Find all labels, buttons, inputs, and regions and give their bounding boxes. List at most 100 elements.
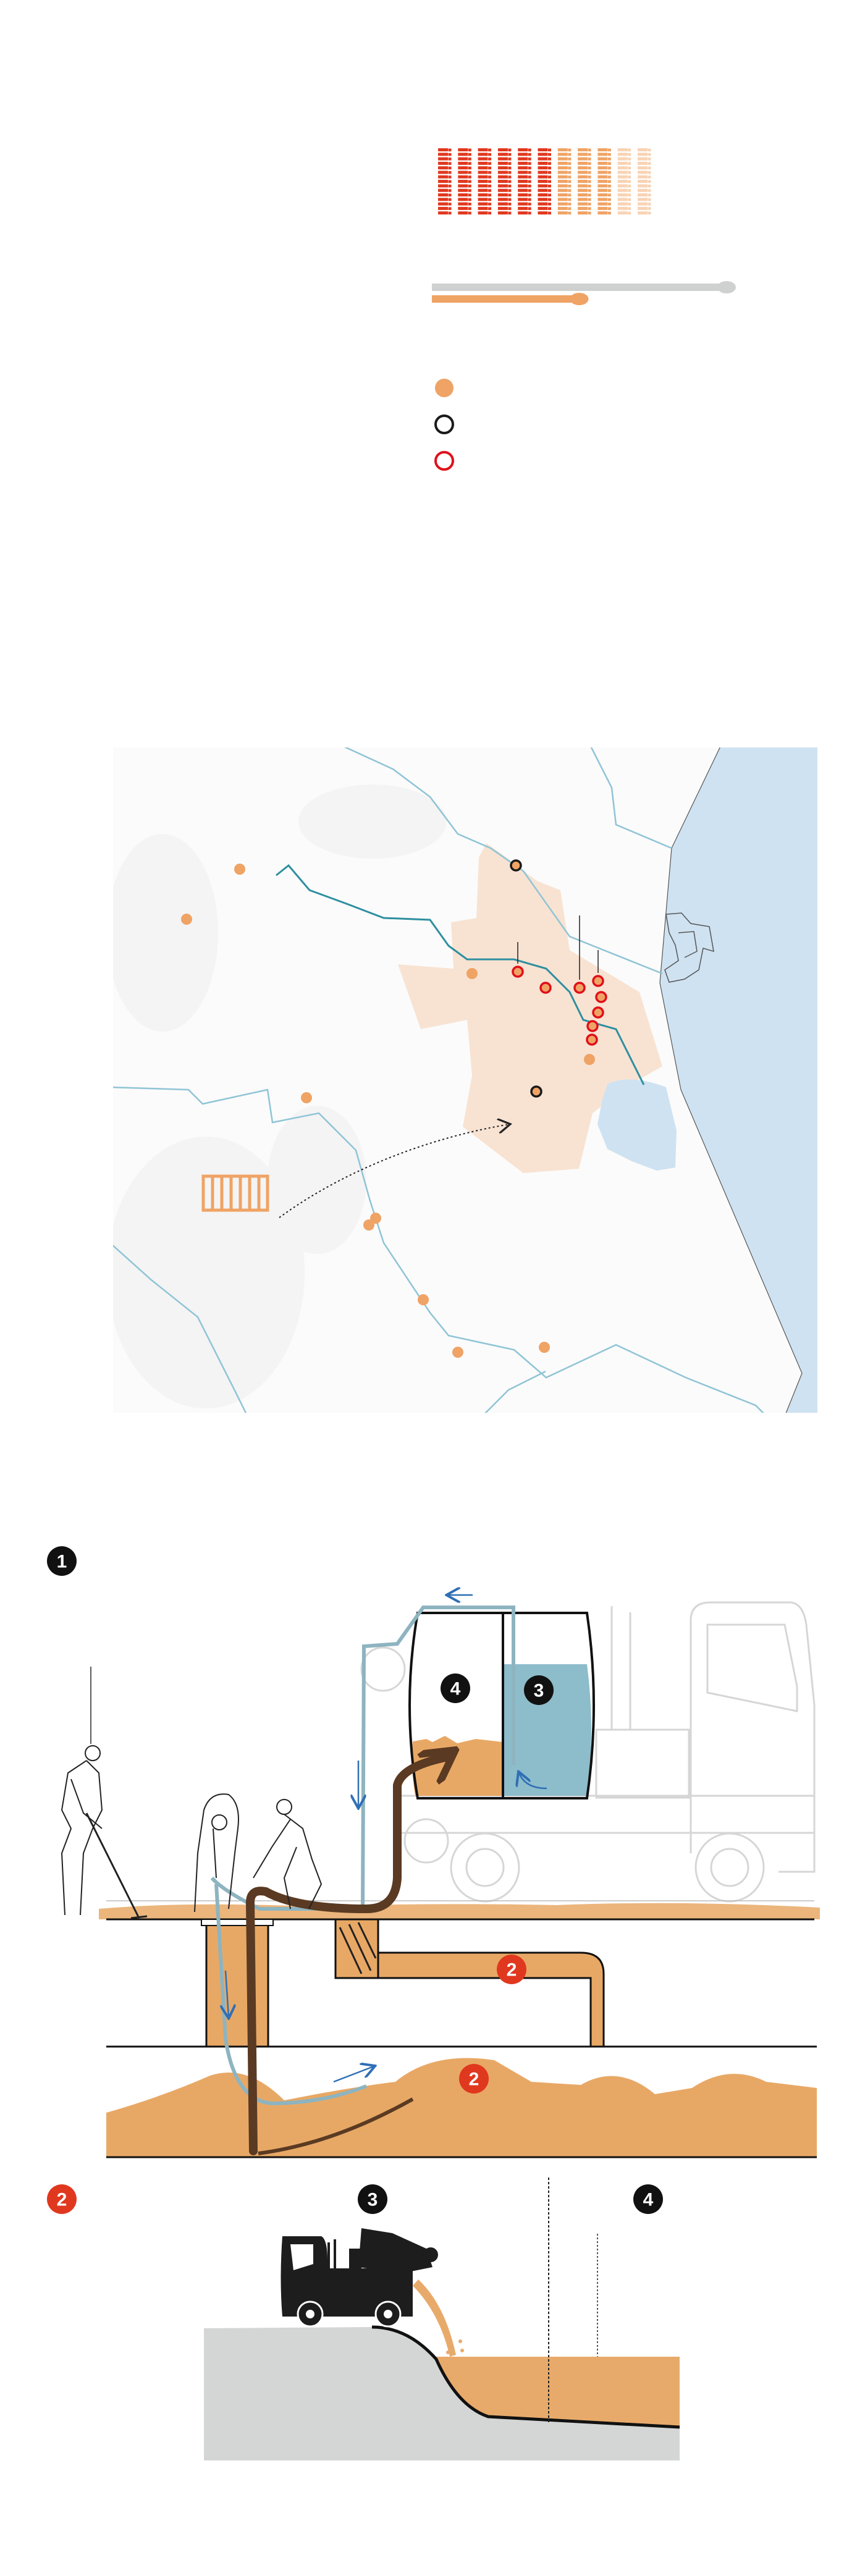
truck-icon	[557, 188, 572, 192]
truck-wheels	[297, 2300, 402, 2328]
truck-icon	[638, 161, 651, 165]
truck-icon	[617, 148, 631, 151]
truck-icon	[478, 202, 492, 206]
sewer-step-2-label: 2	[469, 2069, 479, 2090]
red-ring-marker	[539, 982, 552, 994]
orange-dot-icon	[435, 379, 454, 397]
map-legend	[434, 379, 454, 471]
truck-icon	[638, 148, 651, 151]
truck-icon	[478, 175, 492, 179]
worker-crouching	[253, 1799, 323, 1909]
tank-step-4-badge: 4	[441, 1673, 470, 1703]
truck-icon	[538, 157, 551, 161]
truck-icon	[458, 157, 471, 161]
total-bar	[432, 284, 727, 291]
legend-step-2-label: 2	[57, 2190, 67, 2210]
container-icon	[201, 1174, 269, 1212]
truck-icon	[478, 153, 492, 156]
truck-icon	[638, 153, 651, 156]
truck-icon	[438, 188, 452, 192]
truck-icon	[538, 188, 551, 192]
truck-icon	[497, 193, 512, 196]
truck-icon	[458, 211, 471, 215]
urban-area	[398, 843, 662, 1173]
truck-icon	[597, 153, 611, 156]
truck-icon	[597, 211, 611, 215]
truck-icon	[578, 166, 591, 170]
truck-icon	[597, 166, 611, 170]
legend-step-3-badge: 3	[358, 2184, 387, 2214]
truck-icon	[617, 157, 631, 161]
truck-icon	[438, 180, 452, 183]
legend-step-2-badge: 2	[47, 2184, 77, 2214]
truck-icon	[557, 157, 572, 161]
worker-with-rake	[61, 1745, 148, 1919]
ground-block	[204, 2327, 680, 2460]
truck-icon	[497, 202, 512, 206]
truck-icon	[518, 184, 531, 188]
truck-icon	[458, 161, 471, 165]
truck-icon	[638, 157, 651, 161]
truck-icon	[538, 193, 551, 196]
truck-icon	[538, 161, 551, 165]
truck-icon	[497, 166, 512, 170]
step-legend: 2 3 4	[47, 2184, 663, 2214]
truck-icon	[458, 180, 471, 183]
stream-north	[344, 747, 663, 975]
legend-step-4-badge: 4	[633, 2184, 663, 2214]
truck-icon	[458, 148, 471, 151]
truck-icon	[557, 211, 572, 215]
truck-icon	[518, 211, 531, 215]
truck-icon	[578, 211, 591, 215]
truck-icon	[497, 198, 512, 201]
truck-icon	[518, 153, 531, 156]
red-ring-marker	[592, 1006, 604, 1019]
surface-sediment	[99, 1903, 820, 1919]
truck-icon	[578, 202, 591, 206]
truck-icon	[497, 175, 512, 179]
orange-dot-marker	[363, 1219, 374, 1231]
truck-icon	[578, 180, 591, 183]
red-ring-marker	[586, 1020, 599, 1032]
truck-icon	[638, 170, 651, 174]
truck-icon	[617, 193, 631, 196]
truck-icon	[557, 166, 572, 170]
truck-icon	[578, 198, 591, 201]
truck-icon	[638, 180, 651, 183]
tank-water	[503, 1664, 591, 1796]
truck-icon	[478, 198, 492, 201]
truck-icon	[617, 188, 631, 192]
truck-icon	[538, 202, 551, 206]
truck-icon	[578, 161, 591, 165]
truck-icon	[478, 193, 492, 196]
black-ring-marker	[510, 859, 522, 872]
truck-icon	[518, 161, 531, 165]
truck-icon	[438, 166, 452, 170]
terrain-relief	[113, 785, 447, 1408]
truck-icon	[597, 170, 611, 174]
red-ring-marker	[512, 966, 524, 978]
drain-pipe	[377, 1951, 605, 2048]
truck-icon	[617, 166, 631, 170]
stream-northeast	[590, 747, 672, 849]
truck-icon	[617, 180, 631, 183]
legend-step-3-label: 3	[368, 2190, 378, 2210]
truck-icon	[578, 157, 591, 161]
step-1-badge: 1	[47, 1546, 77, 1576]
truck-icon	[458, 153, 471, 156]
truck-icon	[617, 153, 631, 156]
truck-icon	[518, 170, 531, 174]
truck-icon	[438, 161, 452, 165]
truck-icon	[538, 170, 551, 174]
truck-icon	[638, 188, 651, 192]
black-ring-marker	[530, 1085, 542, 1098]
truck-icon	[478, 161, 492, 165]
truck-icon	[578, 175, 591, 179]
truck-icon	[578, 188, 591, 192]
orange-dot-marker	[418, 1294, 429, 1305]
truck-icon	[557, 153, 572, 156]
port	[664, 912, 714, 983]
truck-icon	[597, 202, 611, 206]
truck-icon	[617, 211, 631, 215]
